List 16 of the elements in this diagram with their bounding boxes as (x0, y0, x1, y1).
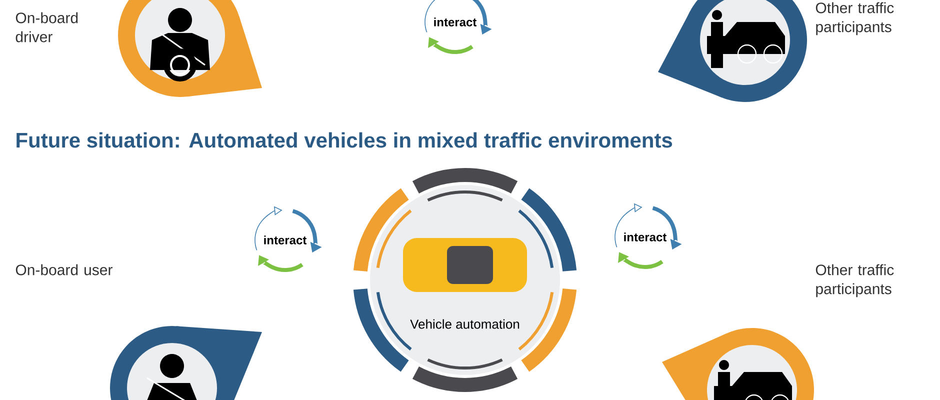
interact-cycle: interact (614, 203, 682, 269)
interact-cycle: interact (254, 206, 322, 272)
node-label: interact (624, 232, 667, 242)
node-caption: On-board driver (16, 12, 78, 42)
pin-icon (662, 328, 814, 400)
node-caption: Other traffic participants (816, 2, 894, 36)
pin-icon (110, 326, 262, 400)
node-label: interact (264, 236, 307, 244)
pin-icon (658, 0, 807, 102)
node-caption: Other traffic participants (816, 264, 894, 298)
vehicle-automation-hub: Vehicle automation (353, 168, 577, 392)
node-label: interact (434, 18, 477, 26)
node-caption: On-board user (16, 264, 112, 276)
interact-cycle: interact (424, 0, 492, 54)
pin-icon (118, 0, 262, 97)
title: Future situation: Automated vehicles in mixed traffic enviroments (16, 132, 672, 148)
